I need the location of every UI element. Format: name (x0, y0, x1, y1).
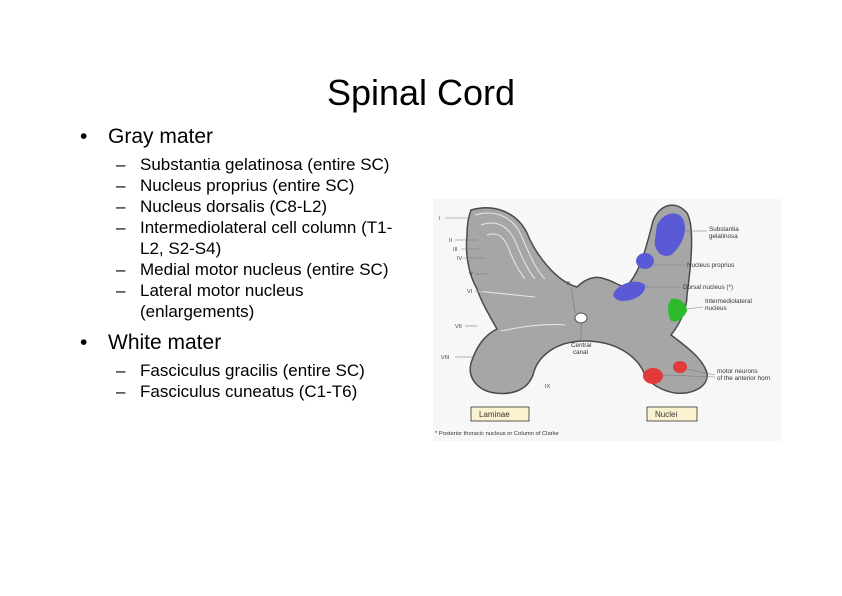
dash-icon: – (116, 155, 126, 174)
lamina-line (480, 222, 536, 280)
bullet-gray-mater: • Gray mater (80, 124, 420, 150)
lateral-motor-nucleus (673, 361, 687, 373)
bullet-dot-icon: • (80, 125, 88, 148)
sub-bullet: –Fasciculus cuneatus (C1-T6) (80, 381, 410, 402)
dash-icon: – (116, 197, 126, 216)
spinal-cord-diagram: I II III IV V VI VII VIII IX X Central c… (425, 195, 785, 445)
sub-bullet: –Nucleus proprius (entire SC) (80, 175, 410, 196)
sub-bullet-text: Medial motor nucleus (entire SC) (140, 260, 389, 279)
lamina-label: VII (455, 324, 462, 330)
lamina-label: X (567, 281, 571, 287)
central-canal-icon (574, 312, 588, 324)
white-mater-sublist: –Fasciculus gracilis (entire SC) –Fascic… (80, 360, 420, 402)
figure-footnote: * Posterior thoracic nucleus or Column o… (435, 431, 559, 437)
dash-icon: – (116, 281, 126, 300)
bullet-text: White mater (108, 331, 222, 354)
dorsal-nucleus (613, 281, 646, 301)
substantia-gelatinosa-nucleus (654, 213, 686, 256)
lamina-line (474, 212, 546, 280)
lamina-leader-lines (445, 217, 576, 358)
substantia-gelatinosa-label: Substantia (709, 226, 739, 233)
lamina-label: III (453, 247, 458, 253)
medial-motor-nucleus (643, 368, 663, 384)
nuclei-box-label: Nuclei (655, 410, 677, 419)
gray-matter (465, 204, 708, 395)
dorsal-nucleus-label: Dorsal nucleus (*) (683, 284, 733, 291)
gray-mater-sublist: –Substantia gelatinosa (entire SC) –Nucl… (80, 154, 420, 322)
nucleus-proprius-nucleus (636, 253, 654, 269)
sub-bullet: –Intermediolateral cell column (T1-L2, S… (80, 217, 410, 259)
dash-icon: – (116, 361, 126, 380)
sub-bullet-text: Nucleus dorsalis (C8-L2) (140, 197, 328, 216)
dash-icon: – (116, 218, 126, 237)
bullet-dot-icon: • (80, 331, 88, 354)
nucleus-leader-lines (645, 230, 716, 378)
sub-bullet: –Medial motor nucleus (entire SC) (80, 259, 410, 280)
lamina-label: V (469, 272, 473, 278)
slide-title: Spinal Cord (326, 72, 516, 113)
bullet-text: Gray mater (108, 125, 214, 148)
motor-neurons-label: of the anterior horn (717, 375, 771, 382)
intermediolateral-label: nucleus (705, 305, 727, 312)
dash-icon: – (116, 176, 126, 195)
lamina-line (500, 323, 566, 332)
nucleus-proprius-label: Nucleus proprius (687, 262, 734, 269)
intermediolateral-nucleus (668, 298, 687, 322)
lamina-label: IX (545, 384, 551, 390)
sub-bullet-text: Nucleus proprius (entire SC) (140, 176, 355, 195)
sub-bullet: –Nucleus dorsalis (C8-L2) (80, 196, 410, 217)
laminae-box-label: Laminae (479, 410, 510, 419)
lamina-label: VI (467, 289, 473, 295)
lamina-label: II (449, 238, 453, 244)
sub-bullet-text: Lateral motor nucleus (enlargements) (140, 281, 304, 321)
intermediolateral-label: Intermediolateral (705, 298, 752, 305)
substantia-gelatinosa-label: gelatinosa (709, 233, 738, 240)
lamina-label: VIII (441, 355, 450, 361)
sub-bullet: –Lateral motor nucleus (enlargements) (80, 280, 410, 322)
laminae-box (470, 406, 530, 422)
nuclei-box (646, 406, 698, 422)
sub-bullet: –Fasciculus gracilis (entire SC) (80, 360, 410, 381)
sub-bullet-text: Intermediolateral cell column (T1-L2, S2… (140, 218, 393, 258)
bullet-white-mater: • White mater (80, 330, 420, 356)
lamina-line (486, 233, 526, 280)
lamina-label: IV (457, 256, 463, 262)
central-canal-label: Central (571, 342, 591, 349)
lamina-line (476, 290, 536, 298)
dash-icon: – (116, 260, 126, 279)
dash-icon: – (116, 382, 126, 401)
sub-bullet-text: Substantia gelatinosa (entire SC) (140, 155, 390, 174)
spinal-cord-svg: I II III IV V VI VII VIII IX X Central c… (433, 199, 781, 441)
sub-bullet: –Substantia gelatinosa (entire SC) (80, 154, 410, 175)
central-canal-label: canal (573, 349, 588, 356)
bullet-list: • Gray mater –Substantia gelatinosa (ent… (80, 124, 420, 410)
sub-bullet-text: Fasciculus cuneatus (C1-T6) (140, 382, 358, 401)
sub-bullet-text: Fasciculus gracilis (entire SC) (140, 361, 365, 380)
motor-neurons-label: motor neurons (717, 368, 758, 375)
lamina-label: I (439, 216, 441, 222)
